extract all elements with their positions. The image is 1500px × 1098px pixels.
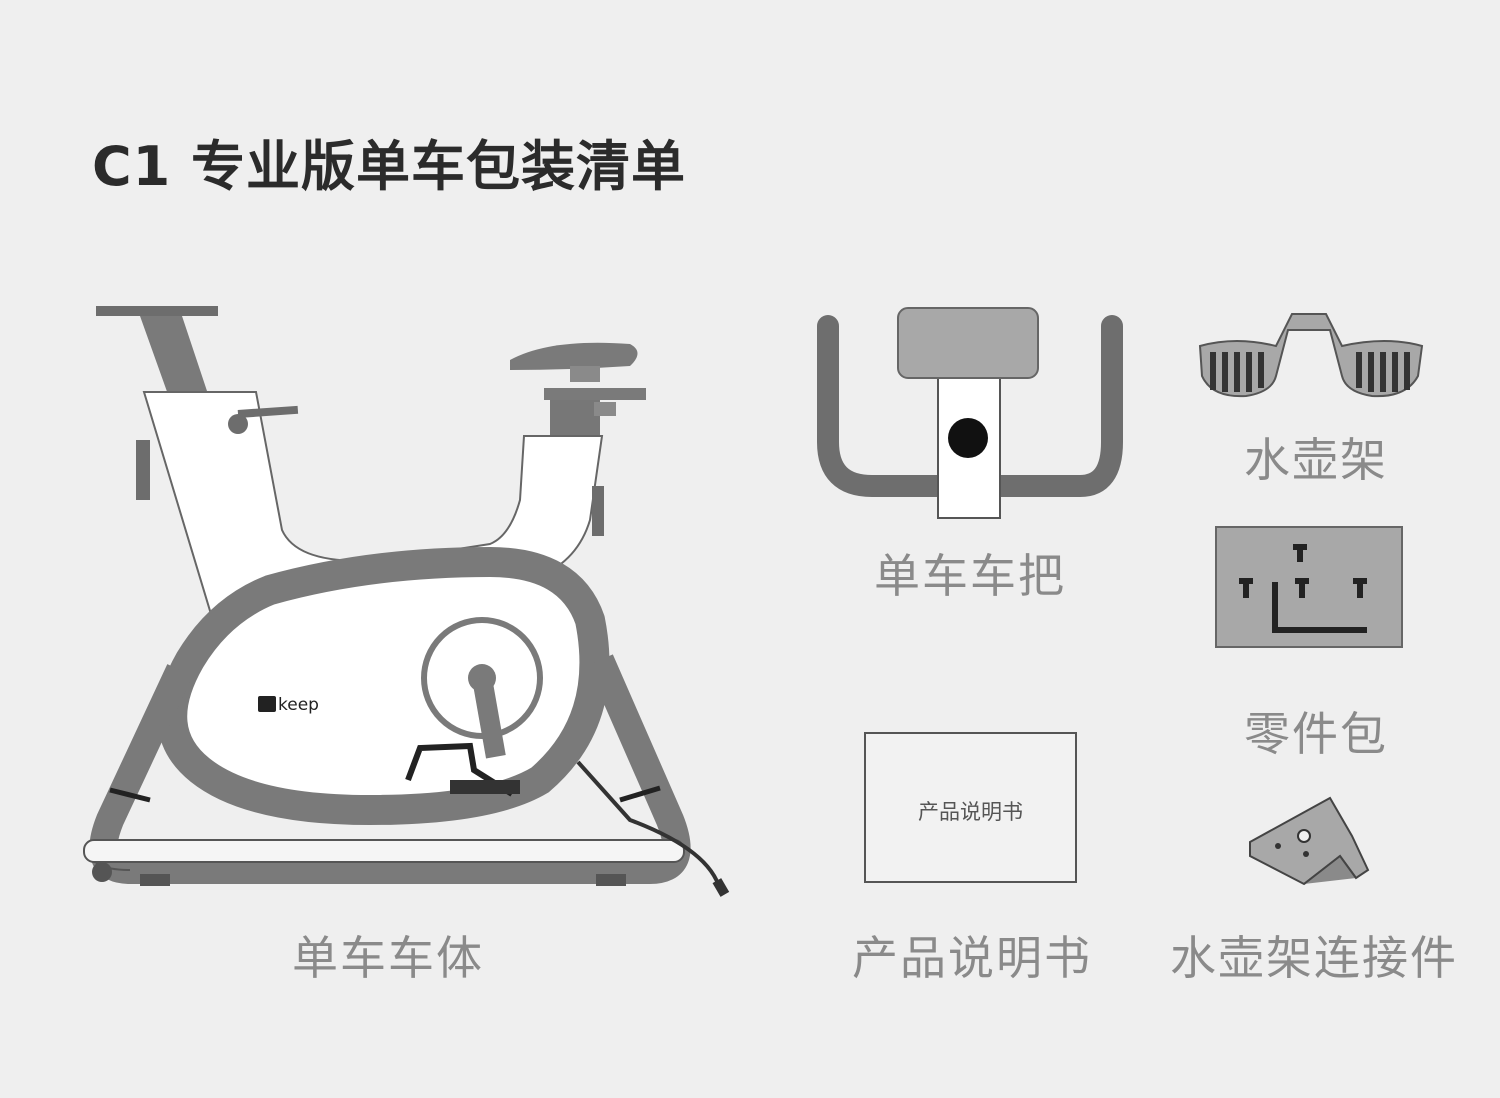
bike-body-label: 单车车体 bbox=[292, 931, 484, 985]
bottle-cage-connector-label: 水壶架连接件 bbox=[1170, 931, 1458, 985]
bottle-cage-label: 水壶架 bbox=[1244, 433, 1388, 487]
parts-pack-illustration bbox=[1215, 526, 1403, 648]
handlebar-label: 单车车把 bbox=[874, 549, 1066, 603]
exercise-bike-illustration: keep bbox=[83, 306, 730, 897]
manual-label: 产品说明书 bbox=[852, 931, 1092, 985]
manual-cover-text: 产品说明书 bbox=[918, 800, 1023, 824]
manual-illustration: 产品说明书 bbox=[864, 732, 1077, 883]
bottle-cage-connector-illustration bbox=[1249, 796, 1370, 886]
parts-pack-label: 零件包 bbox=[1244, 707, 1388, 761]
page-title: C1 专业版单车包装清单 bbox=[92, 135, 687, 198]
handlebar-illustration bbox=[817, 307, 1123, 519]
bottle-cage-illustration bbox=[1198, 313, 1424, 398]
brand-logo-text: keep bbox=[278, 695, 319, 715]
